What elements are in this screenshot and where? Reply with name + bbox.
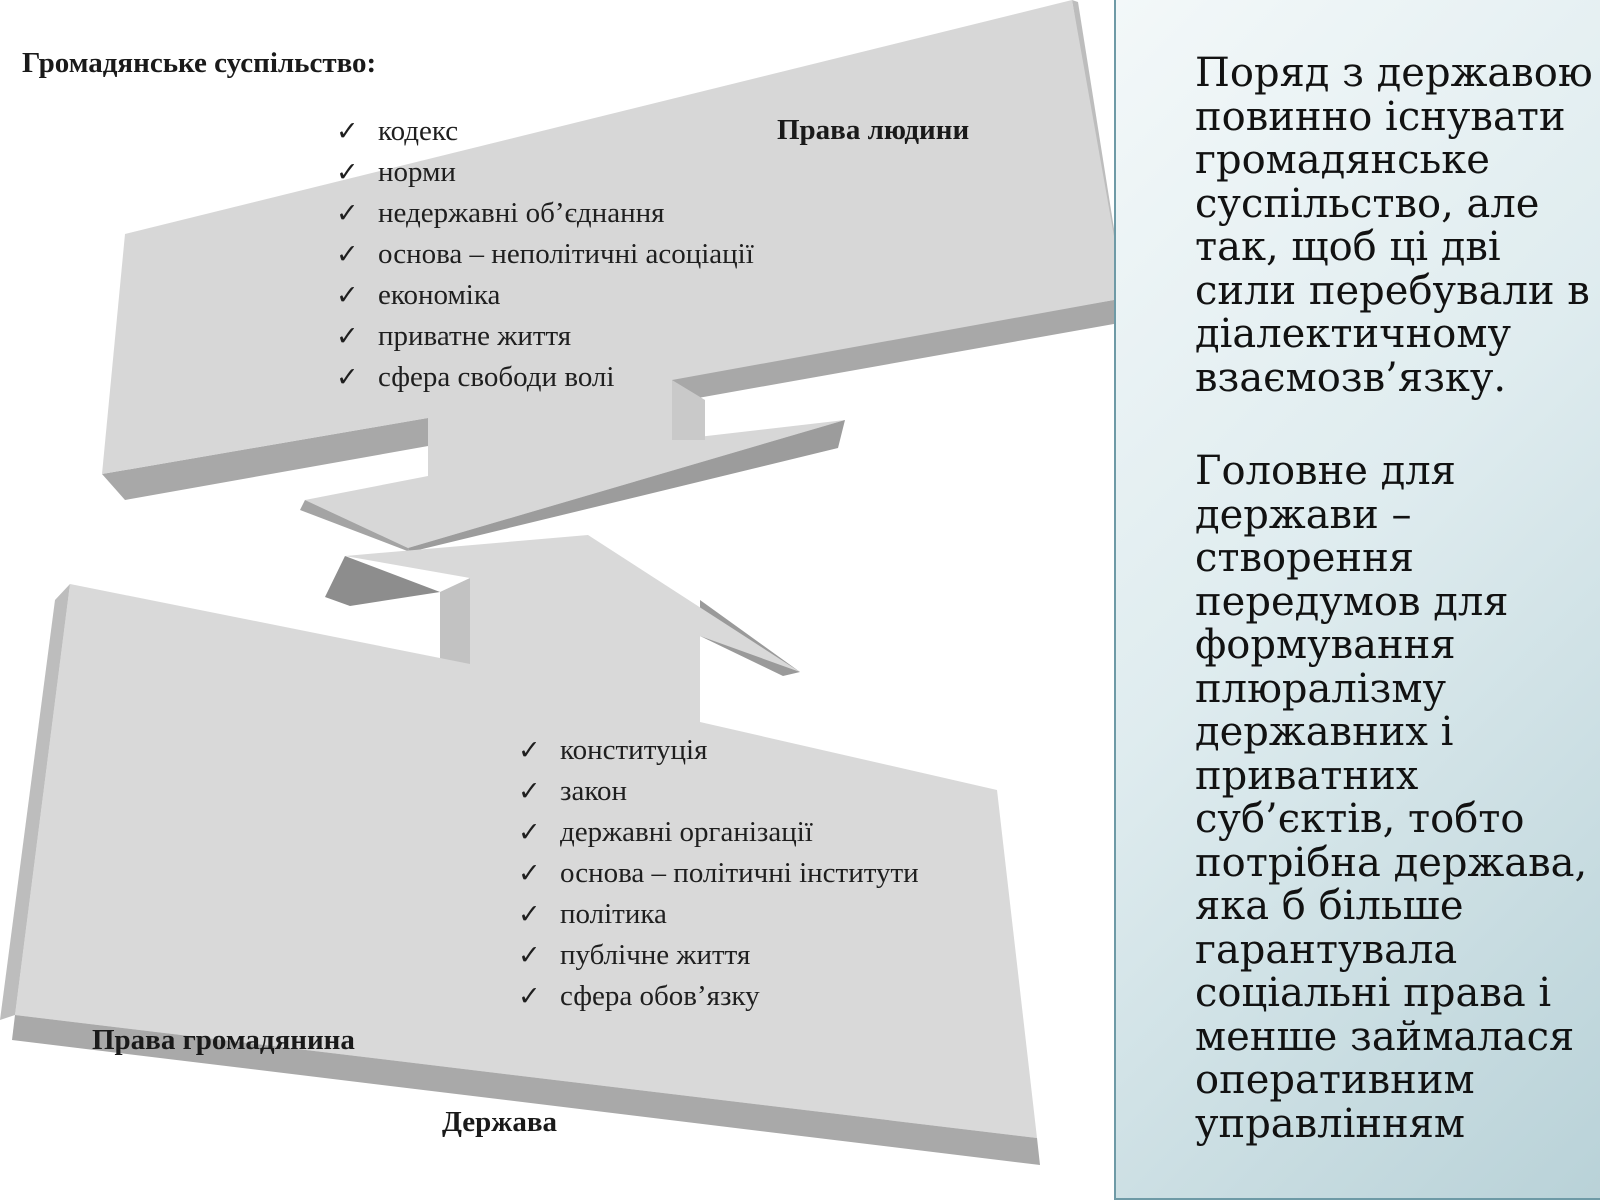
state-item: ✓ публічне життя xyxy=(518,935,919,976)
civil-society-item: ✓ кодекс xyxy=(336,111,754,152)
civil-society-item: ✓ норми xyxy=(336,152,754,193)
checkmark-icon: ✓ xyxy=(336,116,359,147)
state-item-label: державні організації xyxy=(560,816,813,848)
state-features-list: ✓конституція✓закон✓державні організації✓… xyxy=(518,730,919,1017)
upper-arrow-head-bevel xyxy=(408,420,845,552)
state-item-label: сфера обов’язку xyxy=(560,980,760,1012)
checkmark-icon: ✓ xyxy=(518,735,541,766)
panel-paragraph-1: Поряд з державою повинно існувати громад… xyxy=(1195,50,1593,401)
checkmark-icon: ✓ xyxy=(518,776,541,807)
lower-block-top-face xyxy=(15,535,1037,1138)
civil-society-item: ✓ економіка xyxy=(336,275,754,316)
state-item-label: закон xyxy=(560,775,627,807)
civil-society-item-label: економіка xyxy=(378,279,501,311)
civil-society-heading: Громадянське суспільство: xyxy=(22,47,377,79)
civil-society-item-label: основа – неполітичні асоціації xyxy=(378,238,754,270)
checkmark-icon: ✓ xyxy=(518,940,541,971)
civil-society-item: ✓ недержавні об’єднання xyxy=(336,193,754,234)
checkmark-icon: ✓ xyxy=(518,858,541,889)
civil-society-item-label: приватне життя xyxy=(378,320,572,352)
upper-block-top-face xyxy=(102,0,1125,548)
state-item: ✓ державні організації xyxy=(518,812,919,853)
checkmark-icon: ✓ xyxy=(336,198,359,229)
state-block xyxy=(0,535,1040,1165)
lower-arrow-head-bevel-left xyxy=(325,556,440,606)
state-item: ✓ політика xyxy=(518,894,919,935)
state-item-label: публічне життя xyxy=(560,939,751,971)
checkmark-icon: ✓ xyxy=(336,280,359,311)
checkmark-icon: ✓ xyxy=(336,239,359,270)
checkmark-icon: ✓ xyxy=(336,362,359,393)
civil-society-item-label: кодекс xyxy=(378,115,459,147)
civil-society-item: ✓ основа – неполітичні асоціації xyxy=(336,234,754,275)
checkmark-icon: ✓ xyxy=(336,321,359,352)
state-item-label: політика xyxy=(560,898,667,930)
upper-arrow-head-face xyxy=(300,500,410,552)
civil-society-item-label: сфера свободи волі xyxy=(378,361,615,393)
civil-society-item-label: недержавні об’єднання xyxy=(378,197,665,229)
lower-arrow-shaft-face xyxy=(440,578,470,664)
citizen-rights-label: Права громадянина xyxy=(92,1024,355,1056)
panel-paragraph-2: Головне для держави – створення передумо… xyxy=(1195,448,1588,1147)
state-item: ✓ конституція xyxy=(518,730,919,771)
lower-block-left-face xyxy=(0,584,70,1020)
checkmark-icon: ✓ xyxy=(518,817,541,848)
lower-block-bottom-face xyxy=(12,1015,1040,1165)
civil-society-features-list: ✓ кодекс ✓ норми ✓ недержавні об’єднання ✓ осно… xyxy=(336,111,754,398)
checkmark-icon: ✓ xyxy=(336,157,359,188)
civil-society-item: ✓ сфера свободи волі xyxy=(336,357,754,398)
state-item-label: основа – політичні інститути xyxy=(560,857,919,889)
upper-arrow-side-face xyxy=(672,380,705,440)
state-item: ✓ сфера обов’язку xyxy=(518,976,919,1017)
text-panel: Поряд з державою повинно існувати громад… xyxy=(1114,0,1600,1200)
state-item-label: конституція xyxy=(560,734,708,766)
human-rights-label: Права людини xyxy=(777,114,970,146)
civil-society-item-label: норми xyxy=(378,156,456,188)
state-item: ✓ основа – політичні інститути xyxy=(518,853,919,894)
civil-society-state-diagram xyxy=(0,0,1125,1165)
state-item: ✓ закон xyxy=(518,771,919,812)
civil-society-block xyxy=(102,0,1125,552)
checkmark-icon: ✓ xyxy=(518,981,541,1012)
civil-society-item: ✓ приватне життя xyxy=(336,316,754,357)
checkmark-icon: ✓ xyxy=(518,899,541,930)
state-label: Держава xyxy=(442,1106,557,1138)
